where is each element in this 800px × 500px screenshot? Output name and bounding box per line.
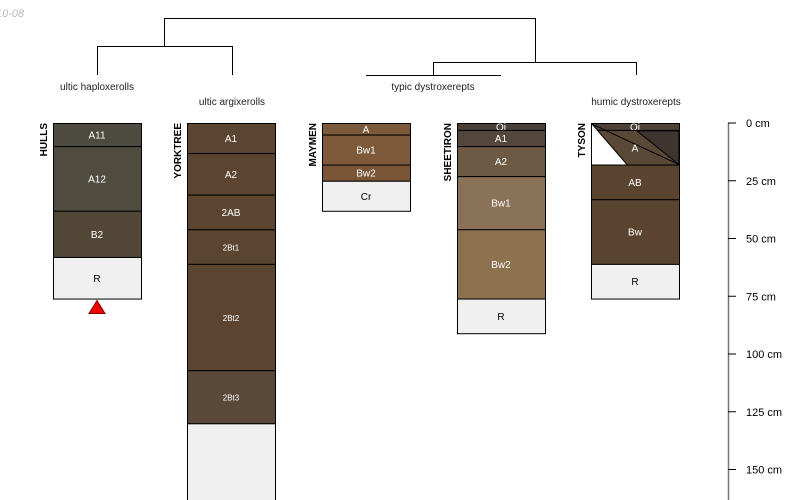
horizon-label: R [497, 312, 504, 323]
horizon-label: Bw1 [356, 146, 376, 157]
horizon: R [457, 298, 546, 335]
horizon-rect [591, 199, 680, 265]
axis-tick-label: 75 cm [746, 291, 776, 303]
axis-tick-label: 100 cm [746, 349, 782, 361]
horizon-label: A12 [88, 174, 106, 185]
horizon-label: A [632, 143, 639, 154]
horizon: A2 [187, 153, 276, 196]
horizon-label: R [93, 274, 100, 285]
horizon-rect [53, 210, 142, 258]
horizon-rect [322, 180, 411, 212]
horizon-label: Oi [630, 122, 640, 133]
horizon: A [322, 123, 411, 136]
horizon: A1 [457, 129, 546, 148]
profile-name: HULLS [39, 123, 50, 157]
horizon-rect [591, 164, 680, 201]
soil-profile-tyson: OiA AB BwR TYSON [577, 122, 680, 300]
horizon-label: Oi [496, 122, 506, 133]
group-label: humic dystroxerepts [591, 97, 680, 108]
horizon: Bw2 [457, 229, 546, 300]
horizon-label: 2Bt3 [223, 394, 240, 403]
profile-name: SHEETIRON [443, 123, 454, 181]
horizon-label: Bw2 [356, 169, 376, 180]
horizon: Bw [591, 199, 680, 265]
horizon: A [591, 123, 680, 166]
horizon: A1 [187, 123, 276, 155]
horizon-rect [457, 298, 546, 335]
horizon-label: A2 [495, 157, 508, 168]
horizon: Cr [322, 180, 411, 212]
axis-tick-label: 0 cm [746, 118, 770, 130]
horizon: B2 [53, 210, 142, 258]
horizon-rect [591, 263, 680, 300]
boundary-line [591, 123, 628, 165]
dendrogram [97, 18, 637, 76]
horizon-label: 2Bt1 [223, 244, 240, 253]
horizon-label: Bw2 [491, 260, 511, 271]
axis-tick-label: 150 cm [746, 465, 782, 477]
horizon: A2 [457, 146, 546, 178]
horizon-rect [187, 370, 276, 425]
horizon: A11 [53, 123, 142, 148]
group-label: ultic argixerolls [199, 97, 265, 108]
axis-tick-label: 125 cm [746, 407, 782, 419]
horizon: AB [591, 164, 680, 201]
group-label: ultic haploxerolls [60, 82, 134, 93]
horizon-label: A [363, 125, 370, 136]
horizon-rect [457, 176, 546, 231]
horizon-rect [322, 134, 411, 166]
horizon: Bw1 [457, 176, 546, 231]
horizon-label: A1 [495, 134, 508, 145]
profile-name: MAYMEN [308, 123, 319, 167]
horizon-label: 2AB [222, 208, 241, 219]
horizon-label: A1 [225, 134, 238, 145]
horizon-label: B2 [91, 230, 104, 241]
horizon: 2Bt2 [187, 263, 276, 372]
horizon-label: A2 [225, 170, 238, 181]
horizon-rect [187, 229, 276, 265]
horizon-rect [457, 229, 546, 300]
horizon-rect [457, 146, 546, 178]
horizon-label: R [631, 277, 638, 288]
axis-tick-label: 25 cm [746, 176, 776, 188]
red-triangle-marker [88, 299, 106, 315]
horizon-rect [187, 423, 276, 500]
horizon-label: 2Bt2 [223, 314, 240, 323]
horizon-rect [187, 263, 276, 372]
horizon-rect [53, 146, 142, 212]
wavy-boundary-dark [635, 130, 680, 166]
horizon: R [591, 263, 680, 300]
horizon: Bw1 [322, 134, 411, 166]
boundary-line [591, 123, 680, 166]
horizon-label: AB [628, 178, 642, 189]
horizon-label: Bw1 [491, 199, 511, 210]
horizon-rect [53, 256, 142, 300]
horizon-label: Cr [361, 192, 372, 203]
horizon: R [53, 256, 142, 300]
horizon [187, 423, 276, 500]
horizon: Bw2 [322, 164, 411, 182]
horizon-label: Bw [628, 228, 643, 239]
horizon-label: A11 [88, 131, 105, 142]
profile-name: TYSON [577, 123, 588, 157]
horizon: 2Bt3 [187, 370, 276, 425]
horizon: A12 [53, 146, 142, 212]
profile-name: YORKTREE [173, 123, 184, 179]
horizon: 2Bt1 [187, 229, 276, 265]
depth-axis: 0 cm 25 cm 50 cm 75 cm 100 cm 125 cm 150 cm [727, 118, 782, 500]
corner-text: 10-08 [0, 8, 25, 20]
horizon: 2AB [187, 194, 276, 231]
group-label: typic dystroxerepts [391, 82, 474, 93]
axis-tick-label: 50 cm [746, 234, 776, 246]
